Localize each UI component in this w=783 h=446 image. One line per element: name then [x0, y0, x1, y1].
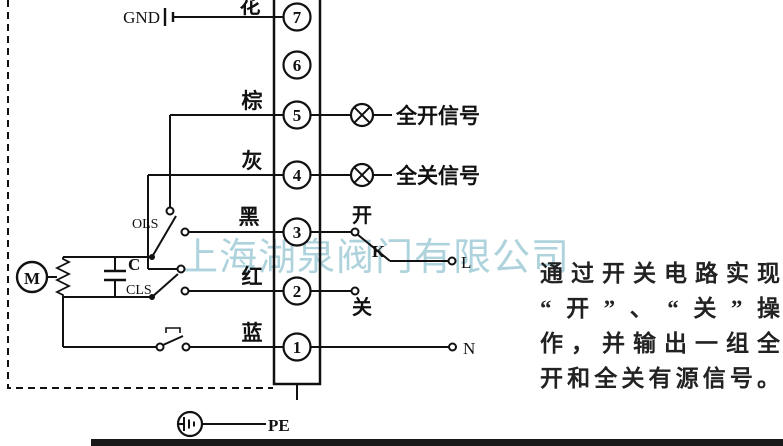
wire-label-7: 花 — [240, 0, 261, 18]
wire-label-1: 蓝 — [242, 321, 263, 345]
pe-earth-symbol: PE — [176, 410, 290, 438]
watermark: 上海湖泉阀门有限公司 — [180, 237, 571, 279]
lamp-close-signal — [349, 162, 375, 188]
lamp-close-cross — [353, 166, 371, 184]
ols-switch: OLS — [132, 206, 190, 260]
motor-circle — [15, 260, 49, 294]
thermal-contact-right — [181, 342, 191, 352]
bottom-edge-bar — [91, 439, 783, 446]
terminal-4-number: 4 — [293, 166, 302, 185]
cls-switch: CLS — [126, 264, 190, 300]
gnd-bars — [163, 8, 175, 26]
k-contact-close — [350, 286, 360, 296]
pe-label: PE — [268, 416, 290, 435]
description-line-1: 通过开关电路实现 — [540, 261, 780, 286]
ols-common-junction — [149, 254, 155, 260]
capacitor-plates — [104, 269, 126, 282]
wire-label-3: 黑 — [239, 205, 260, 229]
wire-color-labels: 花 棕 灰 黑 红 蓝 — [239, 0, 263, 345]
k-lever — [356, 233, 391, 262]
wire-label-4: 灰 — [242, 149, 263, 173]
lamp-open-signal — [349, 102, 375, 128]
cls-contact-open — [176, 264, 186, 274]
motor-symbol: M — [15, 257, 72, 297]
terminal-5-number: 5 — [293, 106, 302, 125]
open-command-label: 开 — [352, 205, 372, 227]
motor-winding-zigzag — [54, 257, 72, 297]
description-line-3: 作，并输出一组全 — [540, 331, 780, 356]
capacitor-label: C — [128, 255, 140, 274]
terminal-1-number: 1 — [293, 338, 302, 357]
enclosure-dashed-border — [7, 0, 273, 389]
signal-open-label: 全开信号 — [395, 104, 480, 128]
control-switch-k: 开 关 K L — [350, 205, 471, 319]
thermal-contact-left — [155, 342, 165, 352]
cls-contact-close — [180, 286, 190, 296]
terminal-3-number: 3 — [293, 223, 302, 242]
terminal-5 — [282, 100, 312, 130]
motor-label: M — [24, 269, 40, 288]
ols-contact-open — [165, 206, 175, 216]
n-terminal-circle — [448, 342, 457, 352]
thermal-element — [165, 327, 181, 333]
n-label: N — [463, 339, 475, 358]
close-command-label: 关 — [352, 295, 372, 319]
terminal-2 — [282, 276, 312, 306]
cls-common-junction — [149, 294, 155, 300]
terminal-7 — [282, 2, 312, 32]
terminal-6 — [282, 50, 312, 80]
description-text: 通过开关电路实现 “开”、“关”操 作，并输出一组全 开和全关有源信号。 — [540, 256, 780, 396]
gnd-symbol: GND — [123, 8, 175, 27]
wire-label-5: 棕 — [242, 89, 263, 113]
gnd-label: GND — [123, 8, 160, 27]
k-label: K — [372, 242, 386, 261]
ols-lever — [151, 215, 177, 258]
pe-ground-bars — [179, 417, 195, 431]
cls-lever — [151, 273, 179, 298]
ols-label: OLS — [132, 217, 158, 232]
wire-label-2: 红 — [242, 265, 263, 289]
terminal-6-number: 6 — [293, 56, 302, 75]
l-label: L — [461, 253, 471, 272]
terminal-block-outline — [272, 0, 322, 386]
circuit-wires — [47, 16, 449, 425]
ols-contact-close — [180, 227, 190, 237]
description-line-2: “开”、“关”操 — [540, 296, 780, 321]
terminal-3 — [282, 217, 312, 247]
thermal-protector-switch — [155, 327, 191, 352]
signal-close-label: 全关信号 — [395, 164, 480, 188]
description-line-4: 开和全关有源信号。 — [540, 366, 780, 391]
terminal-7-number: 7 — [293, 8, 302, 27]
cls-label: CLS — [126, 283, 152, 298]
terminal-2-number: 2 — [293, 282, 302, 301]
terminal-block: 7 6 5 4 3 2 1 — [272, 0, 322, 386]
terminal-1 — [282, 332, 312, 362]
l-terminal-circle — [447, 256, 457, 266]
n-terminal: N — [448, 339, 475, 358]
terminal-4 — [282, 160, 312, 190]
k-contact-open — [350, 227, 360, 237]
lamp-open-cross — [353, 106, 371, 124]
capacitor-symbol: C — [104, 255, 140, 282]
thermal-lever — [162, 335, 184, 346]
